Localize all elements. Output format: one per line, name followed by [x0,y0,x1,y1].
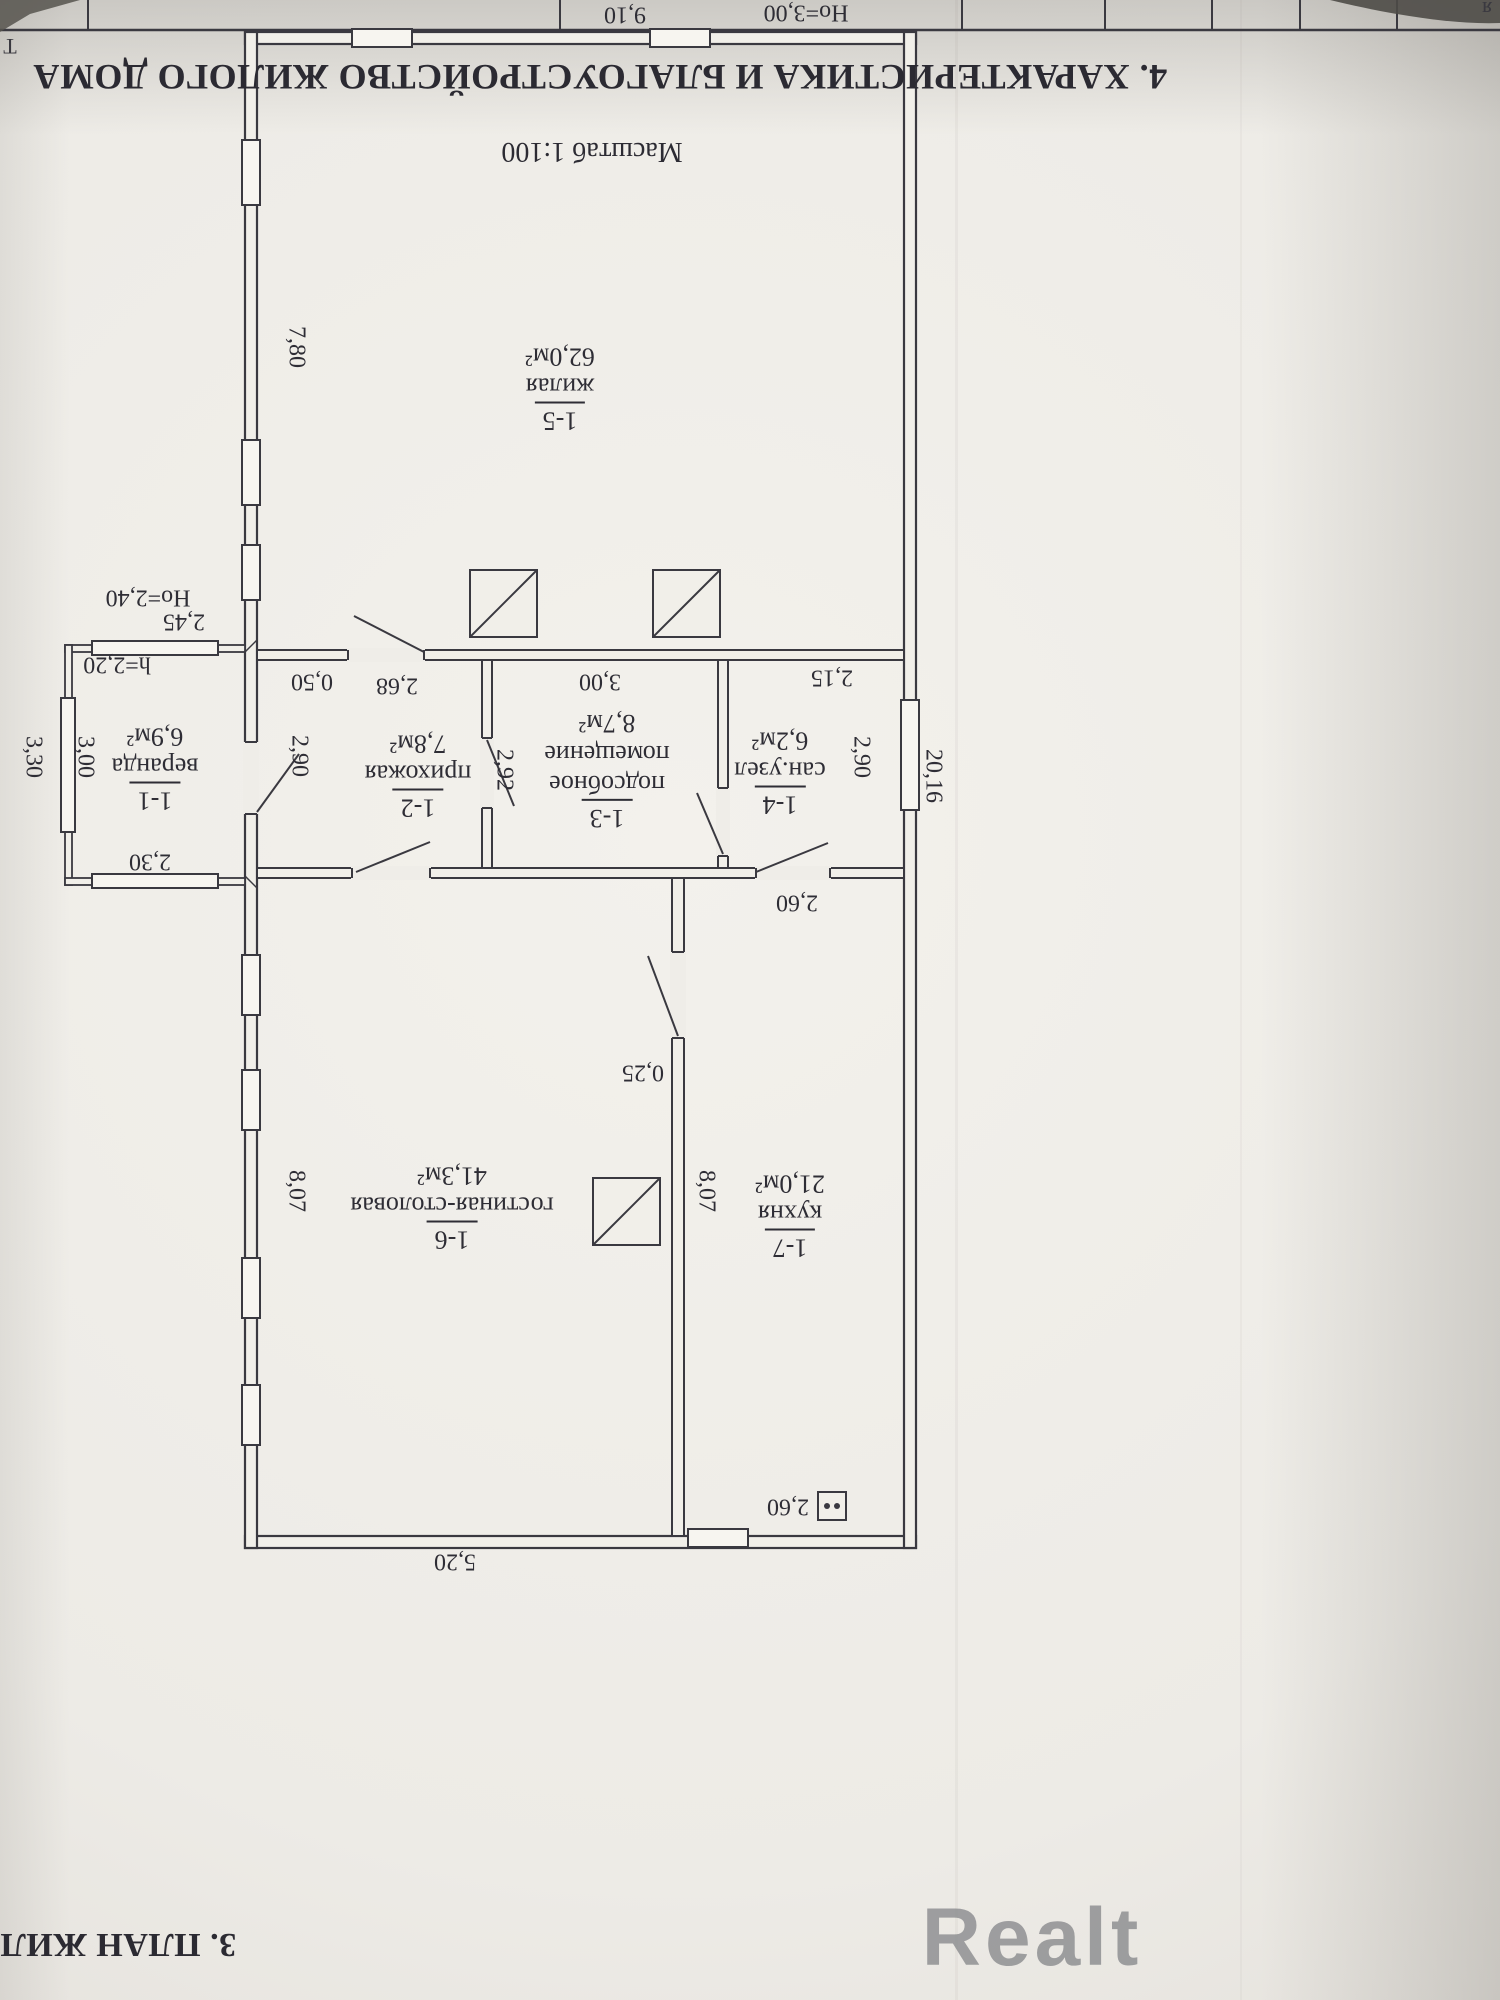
room-name: прихожая [364,759,472,789]
dim-veranda-h: h=2,20 [83,651,151,678]
dim-zhilaya-depth: 7,80 [283,326,310,368]
dim-prihozh-depth: 2,90 [286,735,313,777]
dim-kitchen-depth: 8,07 [693,1170,720,1212]
room-number: 1-3 [581,799,633,833]
dim-prihozh-seg: 0,50 [291,668,333,695]
room-number: 1-5 [534,401,586,436]
dim-veranda-outer: 3,30 [20,736,47,778]
room-name: жилая [525,372,595,402]
room-name: помещение [544,739,670,769]
dim-veranda-bottom: 2,30 [129,848,171,875]
room-area: 6,2м² [751,726,809,756]
dim-ceiling-main: Но=3,00 [763,0,849,26]
room-area: 8,7м² [578,708,636,738]
veranda-window [60,697,76,833]
window [351,28,413,48]
wall-bottom [243,1534,918,1550]
room-label-veranda: 1-1 веранда 6,9м² [111,720,199,816]
stoves [469,569,721,1246]
dim-top-width: 9,10 [604,1,646,28]
room-area: 7,8м² [389,729,447,759]
room-label-prihozhaya: 1-2 прихожая 7,8м² [364,727,472,823]
dim-kitchen-width: 2,60 [776,889,818,916]
window [241,439,261,506]
veranda-window [91,640,219,656]
door-leaf [256,753,300,813]
room-name: кухня [757,1199,823,1229]
scale-label: Масштаб 1:100 [501,136,683,167]
dim-veranda-top: 2,45 [163,608,205,635]
window [241,1384,261,1446]
door-leaf [353,615,425,653]
room-area: 62,0м² [525,342,595,372]
wall-gost-kitchen [671,877,685,1537]
window [241,139,261,206]
door-leaf [755,842,829,873]
room-number: 1-2 [392,788,444,823]
wall-hatch-ticks [244,639,258,889]
door-leaf [696,792,724,855]
door-leaves [256,615,829,1037]
edge-letter-top-left: Т [3,34,17,59]
room-area: 41,3м² [417,1161,487,1191]
window [241,1069,261,1131]
room-label-sanuzel: 1-4 сан.узел 6,2м² [734,724,826,820]
room-number: 1-4 [754,785,806,820]
door-openings [243,648,831,1039]
dim-door-diag: 2,92 [491,749,518,791]
wall-zhilaya-hall [256,649,905,661]
edge-letter-top-right: я [1481,0,1493,22]
section-title-plan: 3. ПЛАН ЖИЛ [0,1926,237,1963]
dim-veranda-ceiling: Но=2,40 [105,584,191,611]
room-label-zhilaya: 1-5 жилая 62,0м² [525,340,595,436]
table-remnant [0,0,1500,32]
door-leaf [647,955,679,1037]
dim-veranda-inner: 3,00 [72,736,99,778]
dim-wall-stub: 0,25 [622,1059,664,1086]
window [900,699,920,811]
wall-top [243,30,918,46]
window [241,544,261,601]
room-name: гостиная-столовая [350,1191,554,1221]
dim-kitchen-stove: 2,60 [767,1493,809,1520]
dim-gost-depth: 8,07 [283,1170,310,1212]
room-area: 21,0м² [755,1169,825,1199]
room-label-kuhnya: 1-7 кухня 21,0м² [755,1167,825,1263]
room-name: веранда [111,752,199,782]
dim-sanuzel-depth: 2,90 [848,736,875,778]
room-number: 1-6 [426,1220,478,1255]
room-name: подсобное [549,770,665,800]
kitchen-stove-icon [817,1491,847,1521]
window [649,28,711,48]
dim-total-length: 20,16 [920,749,947,803]
veranda-window [91,873,219,889]
room-area: 6,9м² [126,722,184,752]
window [241,954,261,1016]
door-leaf [355,841,431,873]
window [687,1528,749,1548]
section-title-characteristics: 4. ХАРАКТЕРИСТИКА И БЛАГОУСТРОЙСТВО ЖИЛО… [32,57,1168,97]
room-number: 1-1 [129,781,181,816]
room-label-gostinaya: 1-6 гостиная-столовая 41,3м² [350,1159,554,1255]
room-name: сан.узел [734,756,826,786]
dim-podsob-width: 3,00 [579,668,621,695]
dim-sanuzel-width: 2,15 [811,664,853,691]
dim-gost-width: 5,20 [434,1548,476,1575]
wall-hall-gostinaya [256,867,905,879]
room-label-podsobnoe: 1-3 подсобное помещение 8,7м² [544,707,670,833]
door-leaf [486,739,515,807]
window [241,1257,261,1319]
room-number: 1-7 [764,1228,816,1263]
realt-watermark: Realt [921,1892,1143,1983]
windows [60,28,920,1548]
dim-prihozh-width: 2,68 [376,672,418,699]
